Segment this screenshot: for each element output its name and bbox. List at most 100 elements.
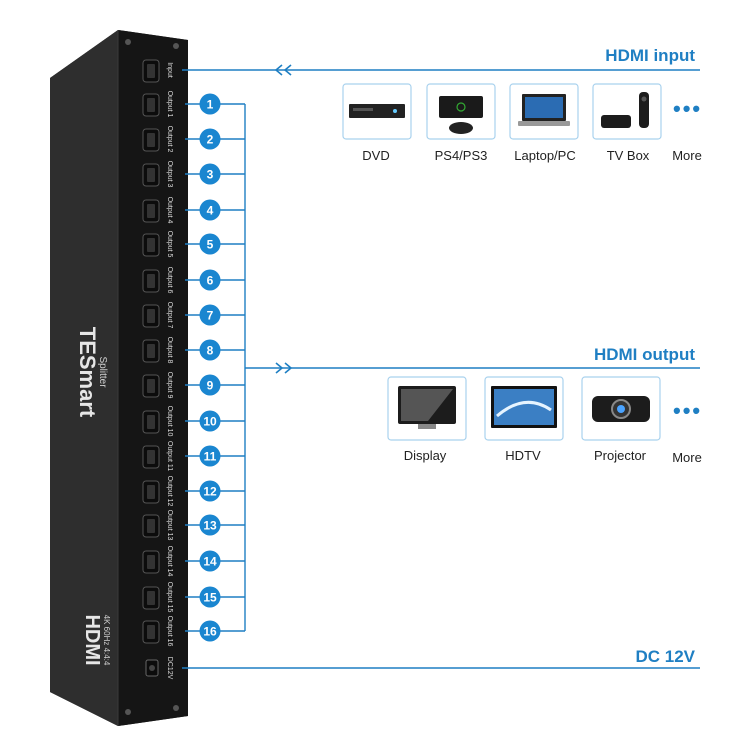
- hdmi-output-port-8: Output 8: [142, 337, 173, 364]
- dc-heading: DC 12V: [635, 647, 695, 666]
- badge-number: 3: [207, 168, 214, 182]
- hdmi-output-port-13: Output 13: [142, 510, 173, 541]
- source-card-0: [342, 83, 412, 140]
- port-label: Output 7: [166, 302, 173, 329]
- display-label-hdtv: HDTV: [505, 448, 541, 463]
- badge-number: 1: [207, 98, 214, 112]
- port-label: DC12V: [166, 657, 173, 680]
- port-label: Output 5: [166, 231, 173, 258]
- hdmi-input-heading: HDMI input: [605, 46, 695, 65]
- hdmi-output-port-11: Output 11: [142, 441, 173, 471]
- display-label-display: Display: [403, 448, 447, 463]
- port-label: Output 15: [166, 582, 173, 613]
- laptop-icon: [518, 94, 570, 126]
- port-label: Output 16: [166, 616, 173, 647]
- source-label-laptop: Laptop/PC: [514, 148, 576, 163]
- source-card-3: [592, 83, 662, 140]
- hdmi-output-port-16: Output 16: [142, 616, 173, 647]
- arrow-left-icon: [283, 64, 292, 76]
- source-card-2: [509, 83, 579, 140]
- badge-output-8: 8: [199, 339, 221, 361]
- port-label: Output 1: [166, 91, 173, 118]
- model-logo: HDMI: [81, 614, 103, 665]
- projector-icon: [592, 396, 650, 422]
- port-label: Output 6: [166, 267, 173, 294]
- badge-number: 9: [207, 379, 214, 393]
- port-label: Output 2: [166, 126, 173, 153]
- badge-output-11: 11: [199, 445, 221, 467]
- source-label-dvd: DVD: [362, 148, 390, 163]
- hdmi-output-port-15: Output 15: [142, 582, 173, 613]
- badge-output-6: 6: [199, 269, 221, 291]
- badge-output-14: 14: [199, 550, 221, 572]
- screw-icon: [173, 43, 179, 49]
- hdmi-output-port-1: Output 1: [142, 91, 173, 118]
- badge-output-15: 15: [199, 586, 221, 608]
- badge-number: 12: [203, 485, 217, 499]
- badge-output-16: 16: [199, 620, 221, 642]
- brand-text: TESmart: [75, 327, 100, 418]
- badge-number: 10: [203, 415, 217, 429]
- port-label: Input: [166, 62, 173, 78]
- hdmi-output-port-9: Output 9: [142, 372, 173, 399]
- source-label-more: More: [672, 148, 702, 163]
- badge-number: 4: [207, 204, 214, 218]
- display-card-1: [484, 376, 564, 441]
- hdmi-output-heading: HDMI output: [593, 345, 695, 364]
- screw-icon: [125, 709, 131, 715]
- display-label-more: More: [672, 450, 702, 465]
- badge-output-13: 13: [199, 514, 221, 536]
- port-label: Output 10: [166, 406, 173, 437]
- hdmi-output-port-3: Output 3: [142, 161, 173, 188]
- badge-output-1: 1: [199, 93, 221, 115]
- hdmi-output-port-6: Output 6: [142, 267, 173, 294]
- badge-output-9: 9: [199, 374, 221, 396]
- badge-number: 14: [203, 555, 217, 569]
- port-label: Output 14: [166, 546, 173, 577]
- tv-box-icon: [601, 92, 649, 128]
- port-label: Output 12: [166, 476, 173, 507]
- more-dots-icon: •••: [673, 96, 703, 121]
- hdmi-output-port-2: Output 2: [142, 126, 173, 153]
- display-card-0: [387, 376, 467, 441]
- port-label: Output 3: [166, 161, 173, 188]
- dc-port: DC12V: [145, 657, 173, 680]
- hdmi-output-port-7: Output 7: [142, 302, 173, 329]
- hdmi-output-port-12: Output 12: [142, 476, 173, 507]
- badge-output-7: 7: [199, 304, 221, 326]
- source-devices: [342, 83, 662, 140]
- hdmi-output-port-14: Output 14: [142, 546, 173, 577]
- hdtv-icon: [491, 386, 557, 428]
- hdmi-output-port-10: Output 10: [142, 406, 173, 437]
- monitor-icon: [398, 386, 456, 429]
- dvd-player-icon: [349, 104, 405, 118]
- hdmi-input-port: Input: [142, 59, 173, 83]
- brand-subtext: Splitter: [97, 356, 108, 388]
- badge-number: 5: [207, 238, 214, 252]
- arrow-right-icon: [284, 362, 293, 374]
- display-devices: [387, 376, 661, 441]
- badge-number: 7: [207, 309, 214, 323]
- hdmi-output-port-4: Output 4: [142, 197, 173, 224]
- badge-output-10: 10: [199, 410, 221, 432]
- badge-output-3: 3: [199, 163, 221, 185]
- badge-number: 2: [207, 133, 214, 147]
- screw-icon: [125, 39, 131, 45]
- hdmi-output-port-5: Output 5: [142, 231, 173, 258]
- badge-output-2: 2: [199, 128, 221, 150]
- source-label-tvbox: TV Box: [606, 148, 650, 163]
- badge-output-12: 12: [199, 480, 221, 502]
- model-subtext: 4K 60Hz 4:4:4: [102, 615, 111, 666]
- arrow-right-icon: [275, 362, 284, 374]
- port-label: Output 4: [166, 197, 173, 224]
- badge-number: 15: [203, 591, 217, 605]
- display-card-2: [581, 376, 661, 441]
- screw-icon: [173, 705, 179, 711]
- port-label: Output 13: [166, 510, 173, 541]
- port-label: Output 11: [166, 441, 173, 471]
- badge-number: 13: [203, 519, 217, 533]
- game-console-icon: [439, 96, 483, 134]
- badge-number: 16: [203, 625, 217, 639]
- badge-number: 8: [207, 344, 214, 358]
